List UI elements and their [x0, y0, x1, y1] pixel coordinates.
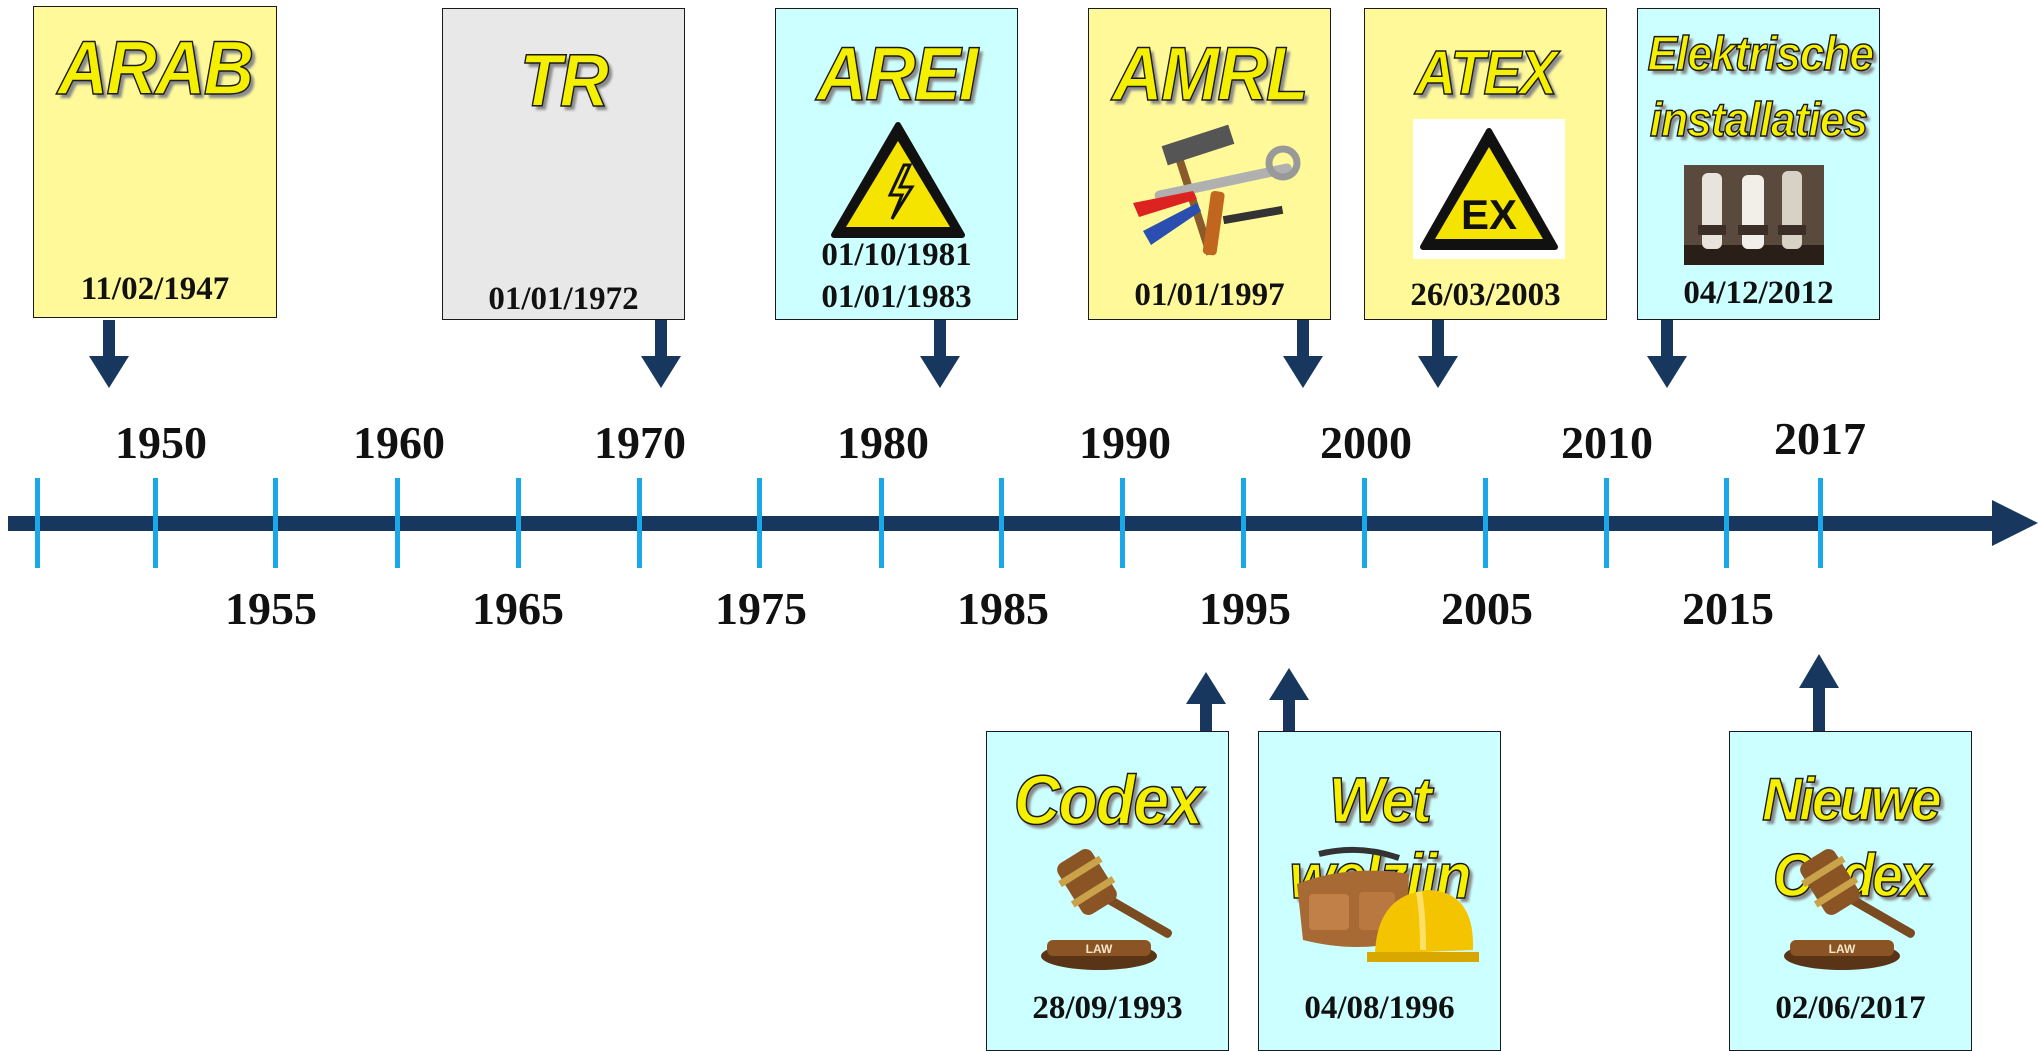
year-label: 1960 — [353, 417, 445, 468]
event-card-arei: AREI 01/10/1981 01/01/1983 — [775, 8, 1018, 320]
event-title-line2: installaties — [1649, 93, 1869, 148]
axis-tick — [1362, 478, 1367, 568]
event-title: ARAB — [57, 26, 255, 111]
event-date: 26/03/2003 — [1410, 277, 1561, 313]
event-card-atex: ATEX 137 EX 26/03/2003 — [1364, 8, 1607, 320]
event-card-arab: ARAB 11/02/1947 — [33, 6, 277, 318]
year-label: 1980 — [837, 417, 929, 468]
axis-tick — [1818, 478, 1823, 568]
year-label: 1970 — [594, 417, 686, 468]
timeline-axis — [8, 500, 2038, 546]
year-label: 2015 — [1682, 583, 1774, 634]
event-title: Codex — [1013, 761, 1204, 839]
down-arrow-icon — [1283, 320, 1323, 388]
down-arrow-icon — [89, 320, 129, 388]
axis-tick — [999, 478, 1004, 568]
up-arrow-icon — [1269, 668, 1309, 732]
axis-tick — [1604, 478, 1609, 568]
axis-tick — [35, 478, 40, 568]
event-card-tr: TR 01/01/1972 — [442, 8, 685, 320]
down-arrow-icon — [1647, 320, 1687, 388]
event-date: 02/06/2017 — [1775, 990, 1926, 1026]
year-label: 1995 — [1199, 583, 1291, 634]
axis-tick — [637, 478, 642, 568]
gavel-label: LAW — [1086, 942, 1113, 956]
event-card-wet-welzijn: Wet welzijn 04/08/1996 — [1258, 731, 1501, 1051]
event-date: 28/09/1993 — [1032, 990, 1183, 1026]
event-card-nieuwe-codex: Nieuwe Codex LAW 02/06/2017 — [1729, 731, 1972, 1051]
year-label: 2010 — [1561, 417, 1653, 468]
event-date-2: 01/01/1983 — [821, 279, 972, 315]
axis-tick — [757, 478, 762, 568]
axis-tick — [1241, 478, 1246, 568]
gavel-icon: LAW — [1041, 848, 1173, 970]
event-date: 11/02/1947 — [80, 271, 230, 307]
gavel-label: LAW — [1829, 942, 1856, 956]
axis-tick — [153, 478, 158, 568]
year-label: 1965 — [472, 583, 564, 634]
event-title: AREI — [816, 32, 979, 117]
svg-text:EX: EX — [1461, 191, 1517, 238]
fuses-photo-icon — [1684, 165, 1824, 265]
year-label: 1990 — [1079, 417, 1171, 468]
down-arrow-icon — [641, 320, 681, 388]
year-label: 2000 — [1320, 417, 1412, 468]
event-card-codex: Codex LAW 28/09/1993 — [986, 731, 1229, 1051]
year-label: 1950 — [115, 417, 207, 468]
axis-tick — [1120, 478, 1125, 568]
event-title: AMRL — [1112, 32, 1310, 117]
down-arrow-icon — [1418, 320, 1458, 388]
high-voltage-warning-icon — [831, 122, 965, 238]
axis-tick — [516, 478, 521, 568]
axis-tick — [1724, 478, 1729, 568]
down-arrow-icon — [920, 320, 960, 388]
axis-tick — [395, 478, 400, 568]
event-date: 04/08/1996 — [1304, 990, 1455, 1026]
gavel-icon: LAW — [1784, 848, 1916, 970]
tools-icon — [1133, 124, 1301, 256]
year-label: 2005 — [1441, 583, 1533, 634]
event-card-amrl: AMRL 01/01/1997 — [1088, 8, 1331, 320]
axis-tick — [1483, 478, 1488, 568]
event-date: 01/01/1972 — [488, 281, 639, 317]
event-title-line1: Elektrische — [1647, 27, 1875, 82]
event-date: 04/12/2012 — [1683, 275, 1834, 311]
hardhat-toolbelt-icon — [1297, 846, 1479, 962]
event-card-elektrische: Elektrische installaties 04/12/2012 — [1637, 8, 1880, 320]
event-date: 01/10/1981 — [821, 237, 972, 273]
event-title: TR — [519, 39, 609, 122]
axis-tick — [273, 478, 278, 568]
year-label: 1975 — [715, 583, 807, 634]
ex-warning-icon: EX — [1413, 119, 1565, 259]
year-label: 1985 — [957, 583, 1049, 634]
axis-tick — [879, 478, 884, 568]
event-title: Nieuwe Codex — [1761, 765, 1942, 910]
up-arrow-icon — [1186, 672, 1226, 732]
event-date: 01/01/1997 — [1134, 277, 1285, 313]
year-label: 1955 — [225, 583, 317, 634]
up-arrow-icon — [1799, 654, 1839, 734]
year-label: 2017 — [1774, 413, 1866, 464]
